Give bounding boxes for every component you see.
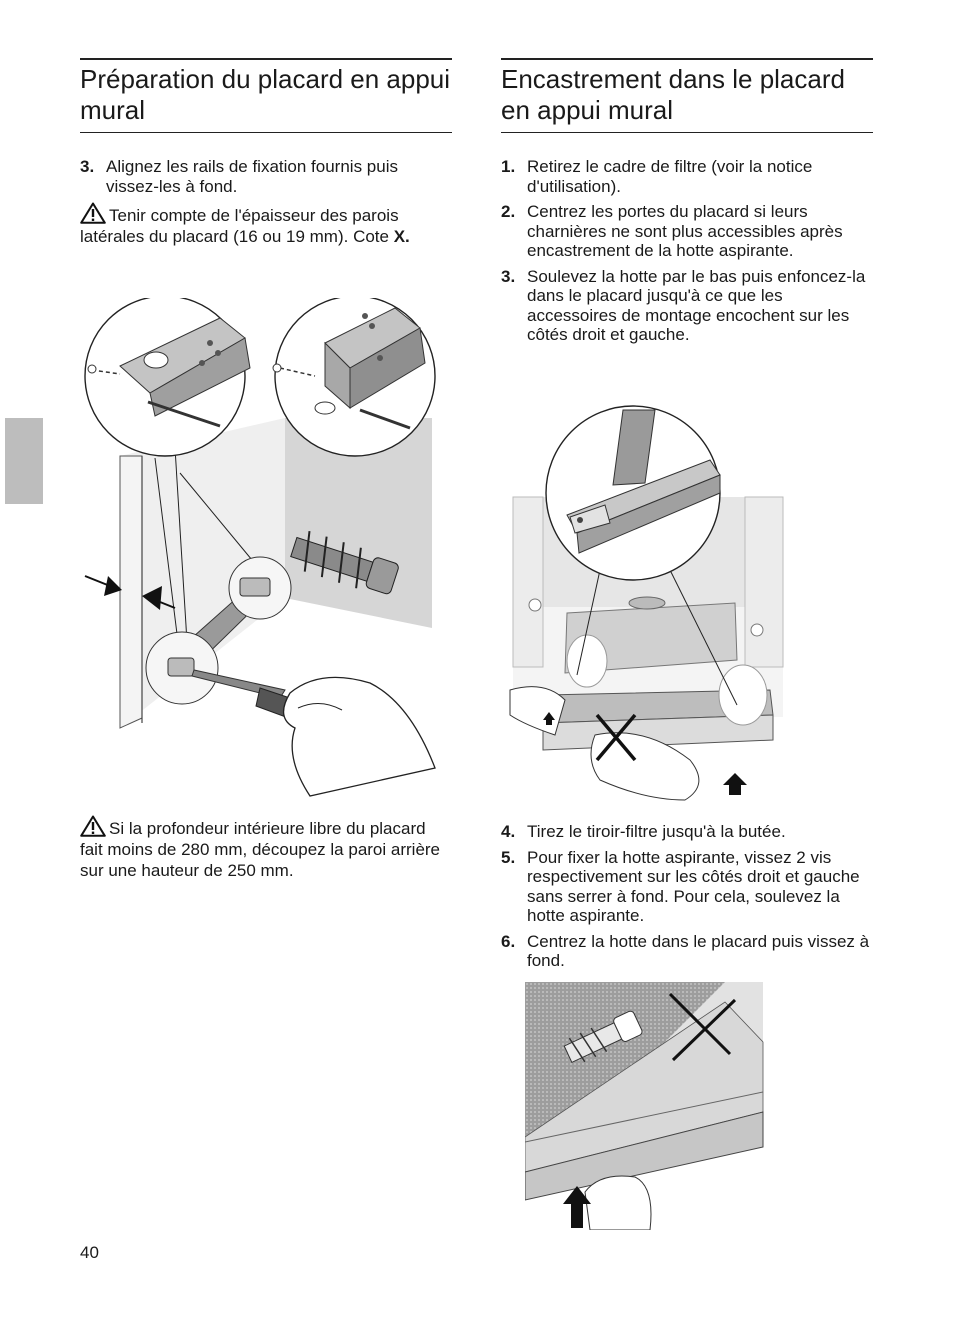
step-text: Tirez le tiroir-filtre jusqu'à la butée. [527, 822, 786, 841]
step-number: 4. [501, 822, 516, 841]
right-section-title: Encastrement dans le placard en appui mu… [501, 58, 873, 133]
hood-screwing-illustration [525, 982, 765, 1230]
list-item: 1. Retirez le cadre de filtre (voir la n… [501, 157, 873, 196]
list-item: 3. Alignez les rails de fixation fournis… [80, 157, 452, 196]
step-number: 2. [501, 202, 516, 221]
step-number: 3. [80, 157, 95, 176]
step-text: Alignez les rails de fixation fournis pu… [106, 157, 398, 196]
warning-note-depth: Si la profondeur intérieure libre du pla… [80, 815, 452, 881]
left-section-title: Préparation du placard en appui mural [80, 58, 452, 133]
hood-insertion-illustration [509, 405, 784, 801]
warning-triangle-icon [80, 202, 106, 224]
list-item: 5. Pour fixer la hotte aspirante, vissez… [501, 848, 873, 926]
left-steps: 3. Alignez les rails de fixation fournis… [80, 157, 452, 196]
right-column: Encastrement dans le placard en appui mu… [501, 58, 873, 351]
step-text: Soulevez la hotte par le bas puis enfonc… [527, 266, 866, 345]
left-column: Préparation du placard en appui mural 3.… [80, 58, 452, 247]
step-number: 6. [501, 931, 516, 951]
step-text: Retirez le cadre de filtre (voir la noti… [527, 157, 813, 196]
warning-triangle-icon [80, 815, 106, 837]
step-text: Centrez la hotte dans le placard puis vi… [527, 931, 870, 971]
list-item: 4. Tirez le tiroir-filtre jusqu'à la but… [501, 822, 873, 842]
dimension-label: X. [393, 227, 410, 246]
list-item: 6. Centrez la hotte dans le placard puis… [501, 932, 873, 971]
list-item: 2. Centrez les portes du placard si leur… [501, 202, 873, 261]
warning-note-thickness: Tenir compte de l'épaisseur des parois l… [80, 202, 452, 247]
warning-text: Si la profondeur intérieure libre du pla… [80, 819, 441, 880]
section-tab [5, 418, 43, 504]
step-number: 1. [501, 157, 516, 176]
step-number: 3. [501, 266, 516, 286]
list-item: 3. Soulevez la hotte par le bas puis enf… [501, 267, 873, 345]
rail-mounting-illustration [84, 298, 436, 797]
step-text: Centrez les portes du placard si leurs c… [527, 202, 843, 260]
step-text: Pour fixer la hotte aspirante, vissez 2 … [527, 847, 860, 926]
right-steps-a: 1. Retirez le cadre de filtre (voir la n… [501, 157, 873, 345]
page-number: 40 [80, 1243, 99, 1262]
step-number: 5. [501, 847, 516, 867]
right-steps-b: 4. Tirez le tiroir-filtre jusqu'à la but… [501, 822, 873, 977]
warning-text: Tenir compte de l'épaisseur des parois l… [80, 206, 399, 246]
